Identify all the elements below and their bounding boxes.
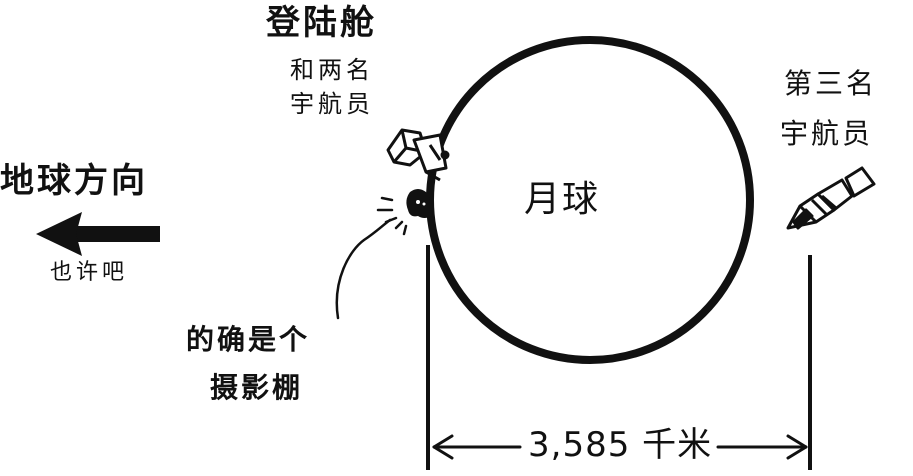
pointer-line	[335, 218, 392, 320]
studio-label-line-2: 摄影棚	[210, 371, 304, 404]
distance-arrow	[432, 434, 808, 460]
moon-label: 月球	[524, 179, 601, 220]
left-arrow-icon	[36, 212, 160, 256]
sparkle-lines	[376, 196, 408, 236]
lunar-module-icon	[386, 128, 450, 182]
earth-direction-label: 地球方向	[0, 161, 148, 201]
moon-circle	[426, 36, 754, 364]
lander-subtitle-1: 和两名	[290, 56, 374, 84]
third-astronaut-line-2: 宇航员	[780, 117, 874, 150]
distance-label: 3,585 千米	[528, 425, 713, 465]
studio-label-line-1: 的确是个	[186, 323, 311, 356]
lander-subtitle-2: 宇航员	[290, 90, 374, 118]
maybe-label: 也许吧	[50, 260, 129, 285]
studio-object-icon	[406, 189, 433, 218]
command-module-icon	[786, 166, 876, 230]
third-astronaut-line-1: 第三名	[784, 67, 878, 100]
lander-title: 登陆舱	[266, 3, 377, 43]
